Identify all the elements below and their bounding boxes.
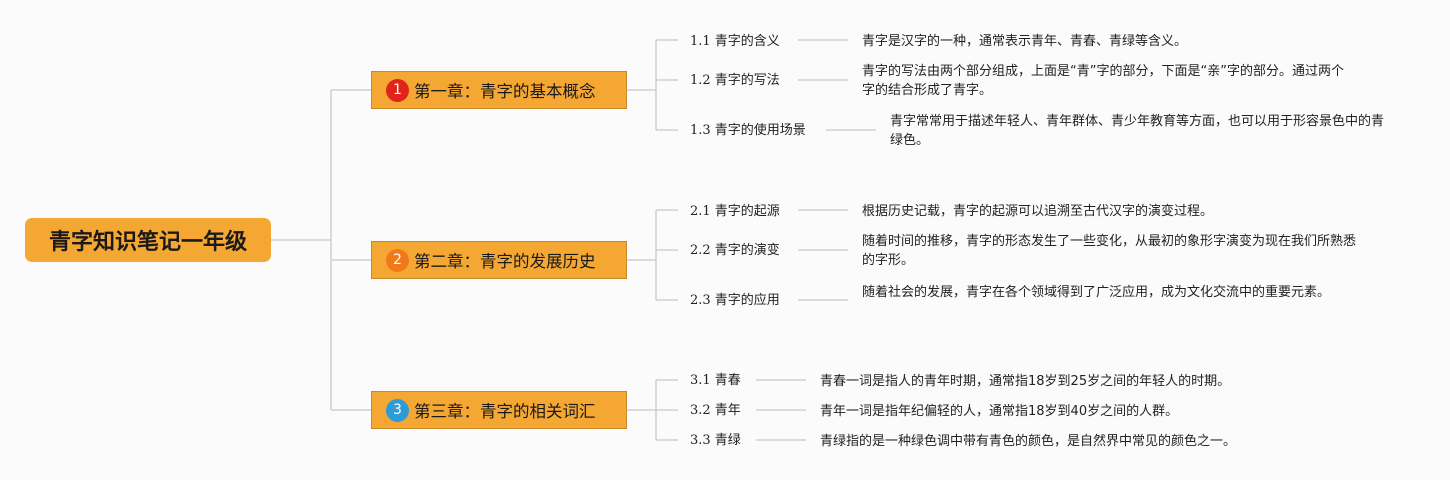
topic-3-3-desc: 青绿指的是一种绿色调中带有青色的颜色，是自然界中常见的颜色之一。 [820,434,1237,449]
chapter-3-number-badge: 3 [386,398,409,422]
topic-2-1-title[interactable]: 2.1 青字的起源 [690,204,780,219]
topic-1-1-desc: 青字是汉字的一种，通常表示青年、青春、青绿等含义。 [862,34,1188,49]
chapter-2-number-badge: 2 [386,248,409,272]
chapter-3-node[interactable]: 3 第三章：青字的相关词汇 [371,391,627,429]
topic-2-3-desc: 随着社会的发展，青字在各个领域得到了广泛应用，成为文化交流中的重要元素。 [862,285,1331,300]
root-title: 青字知识笔记一年级 [48,230,247,255]
topic-2-2-desc: 随着时间的推移，青字的形态发生了一些变化，从最初的象形字演变为现在我们所熟悉的字… [862,234,1357,268]
topic-2-1-desc: 根据历史记载，青字的起源可以追溯至古代汉字的演变过程。 [862,204,1214,219]
topic-2-2-title[interactable]: 2.2 青字的演变 [690,243,780,258]
root-node[interactable]: 青字知识笔记一年级 [25,218,271,262]
topic-1-3-desc: 青字常常用于描述年轻人、青年群体、青少年教育等方面，也可以用于形容景色中的青绿色… [890,114,1385,148]
topic-1-2-title[interactable]: 1.2 青字的写法 [690,73,780,88]
chapter-2-title: 第二章：青字的发展历史 [414,252,596,271]
topic-1-1-title[interactable]: 1.1 青字的含义 [690,34,780,49]
topic-3-2-desc: 青年一词是指年纪偏轻的人，通常指18岁到40岁之间的人群。 [820,404,1179,419]
topic-1-3-title[interactable]: 1.3 青字的使用场景 [690,123,806,138]
topic-3-2-title[interactable]: 3.2 青年 [690,403,741,418]
topic-1-2-desc: 青字的写法由两个部分组成，上面是“青”字的部分，下面是“亲”字的部分。通过两个字… [862,64,1344,98]
chapter-1-node[interactable]: 1 第一章：青字的基本概念 [371,71,627,109]
chapter-3-title: 第三章：青字的相关词汇 [414,402,596,421]
topic-3-1-title[interactable]: 3.1 青春 [690,373,741,388]
chapter-2-node[interactable]: 2 第二章：青字的发展历史 [371,241,627,279]
topic-2-3-title[interactable]: 2.3 青字的应用 [690,293,780,308]
chapter-1-title: 第一章：青字的基本概念 [414,82,596,101]
topic-3-1-desc: 青春一词是指人的青年时期，通常指18岁到25岁之间的年轻人的时期。 [820,374,1231,389]
topic-3-3-title[interactable]: 3.3 青绿 [690,433,741,448]
chapter-1-number-badge: 1 [386,78,409,102]
